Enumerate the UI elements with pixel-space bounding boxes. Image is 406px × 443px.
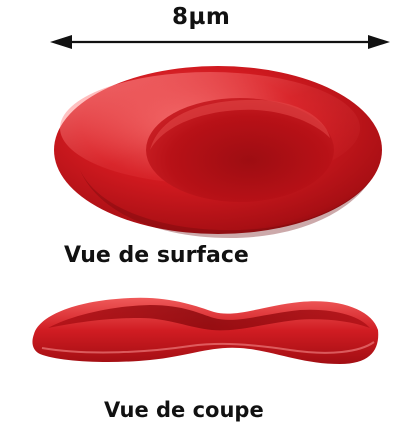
measure-arrow-head-left xyxy=(50,35,72,49)
section-view-caption: Vue de coupe xyxy=(104,398,264,422)
measure-label: 8µm xyxy=(172,4,230,30)
measure-arrow-head-right xyxy=(368,35,390,49)
surface-view-caption: Vue de surface xyxy=(64,243,249,268)
cell-surface-view xyxy=(54,66,382,238)
measure-arrow xyxy=(50,35,390,49)
section-body xyxy=(32,298,378,364)
cell-section-view xyxy=(32,298,378,364)
